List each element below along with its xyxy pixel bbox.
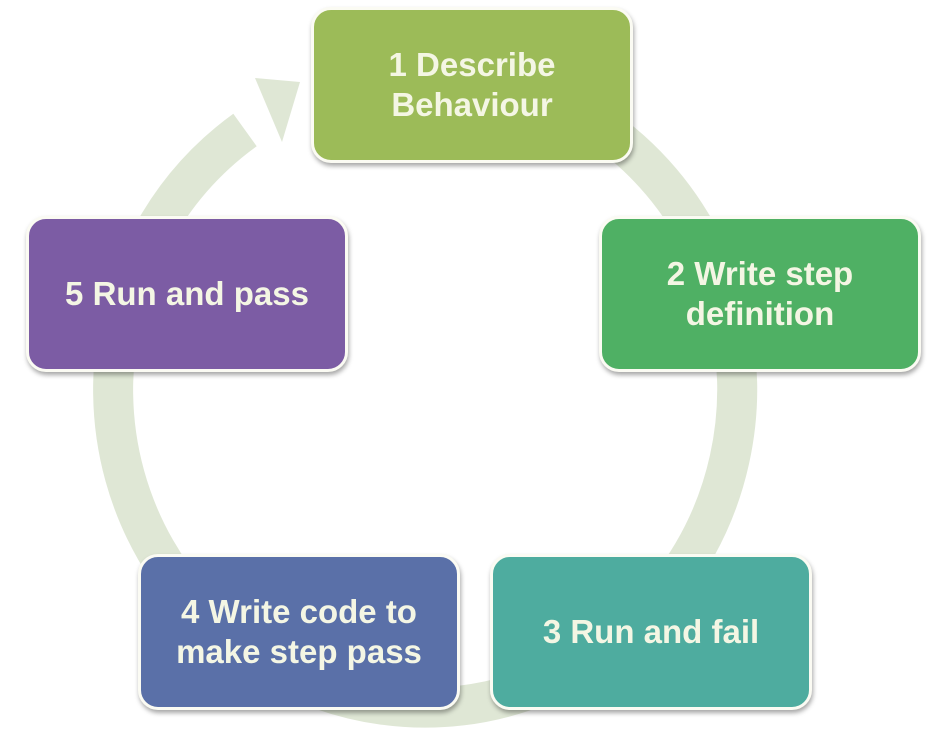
step-label: 5 Run and pass: [65, 275, 309, 312]
step-label: 3 Run and fail: [542, 613, 760, 650]
step-1-describe-behaviour: 1 Describe Behaviour: [311, 7, 633, 163]
step-label: 1 Describe Behaviour: [388, 46, 556, 123]
step-2-write-step-definition: 2 Write step definition: [599, 216, 921, 372]
step-5-run-and-pass: 5 Run and pass: [26, 216, 348, 372]
step-4-write-code: 4 Write code to make step pass: [138, 554, 460, 710]
step-label: 2 Write step definition: [666, 255, 854, 332]
step-3-run-and-fail: 3 Run and fail: [490, 554, 812, 710]
step-label: 4 Write code to make step pass: [176, 593, 422, 670]
cycle-arrowhead-icon: [255, 78, 300, 142]
